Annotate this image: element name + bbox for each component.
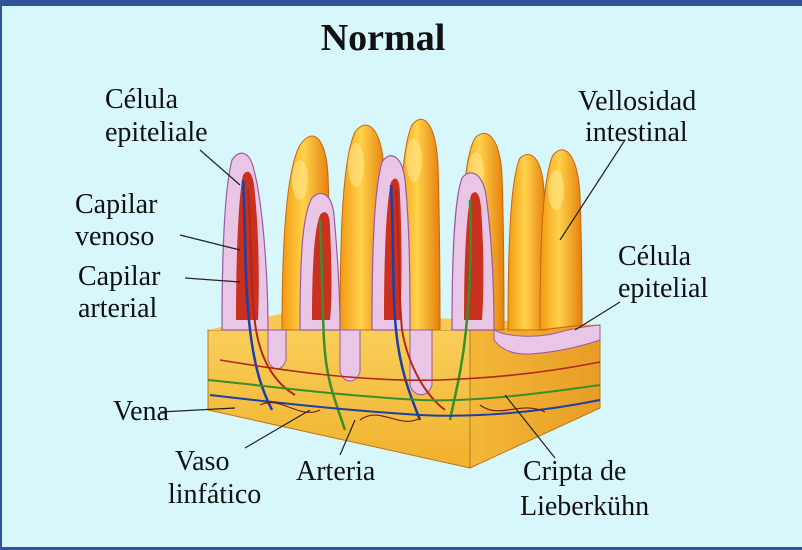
label-capilar-venoso-line2: venoso	[75, 221, 154, 252]
label-capilar-arterial: Capilar arterial	[78, 261, 161, 324]
label-capilar-venoso: Capilar venoso	[75, 189, 158, 252]
label-vaso-line1: Vaso	[175, 446, 229, 477]
label-capilar-arterial-line2: arterial	[78, 293, 157, 324]
label-capilar-arterial-line1: Capilar	[78, 261, 161, 292]
label-vellosidad-line2: intestinal	[585, 117, 688, 148]
label-celula-epiteliale: Célula epiteliale	[105, 84, 208, 148]
label-celula-epiteliale-line2: epiteliale	[105, 117, 208, 148]
label-vena: Vena	[113, 396, 170, 427]
label-capilar-venoso-line1: Capilar	[75, 189, 158, 220]
label-celula-epitelial: Célula epitelial	[618, 241, 708, 304]
label-celula-epitelial-line1: Célula	[618, 241, 692, 272]
label-cripta-line1: Cripta de	[523, 456, 626, 487]
label-cripta: Cripta de Lieberkühn	[520, 456, 649, 522]
label-celula-epitelial-line2: epitelial	[618, 273, 708, 304]
label-vaso-line2: linfático	[168, 479, 261, 510]
label-arteria: Arteria	[296, 456, 376, 487]
label-vaso-linfatico: Vaso linfático	[168, 446, 261, 510]
label-vellosidad-intestinal: Vellosidad intestinal	[578, 86, 696, 148]
label-vellosidad-line1: Vellosidad	[578, 86, 696, 117]
label-celula-epiteliale-line1: Célula	[105, 84, 179, 115]
diagram-title: Normal	[321, 17, 446, 59]
label-cripta-line2: Lieberkühn	[520, 491, 649, 522]
